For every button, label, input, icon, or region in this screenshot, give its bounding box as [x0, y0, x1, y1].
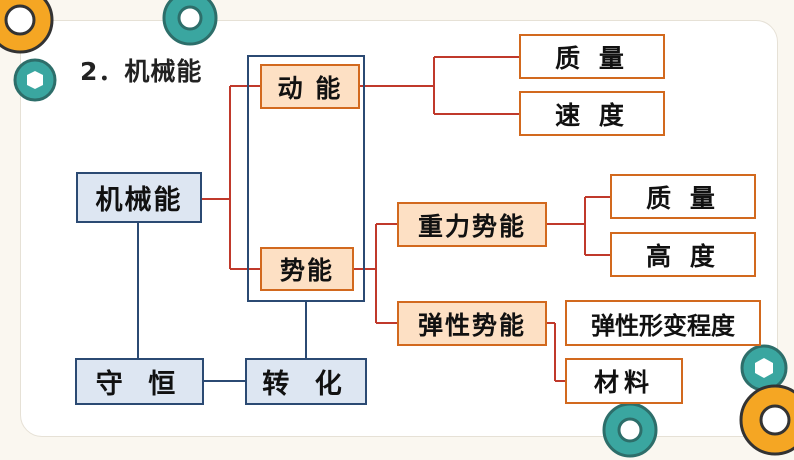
gear-icon [602, 402, 658, 458]
connector-lines [137, 56, 611, 382]
gear-icon [739, 384, 794, 456]
gear-icon [162, 0, 218, 46]
node-mechanical-energy: 机械能 [76, 172, 202, 223]
node-gravity-mass: 质 量 [610, 174, 756, 219]
node-elastic-material: 材料 [565, 358, 683, 404]
energy-group-frame [247, 55, 365, 302]
node-kinetic-energy: 动 能 [260, 64, 360, 109]
gear-icon [0, 0, 54, 54]
node-elastic-potential: 弹性势能 [397, 301, 547, 346]
node-transformation: 转 化 [245, 358, 367, 405]
node-potential-energy: 势能 [260, 247, 354, 291]
node-elastic-deformation: 弹性形变程度 [565, 300, 761, 346]
node-conservation: 守 恒 [75, 358, 204, 405]
node-gravitational-potential: 重力势能 [397, 202, 547, 247]
node-kinetic-speed: 速 度 [519, 91, 665, 136]
gear-icon [13, 58, 57, 102]
page-title: 2．机械能 [80, 57, 203, 86]
node-kinetic-mass: 质 量 [519, 34, 665, 79]
node-gravity-height: 高 度 [610, 232, 756, 277]
